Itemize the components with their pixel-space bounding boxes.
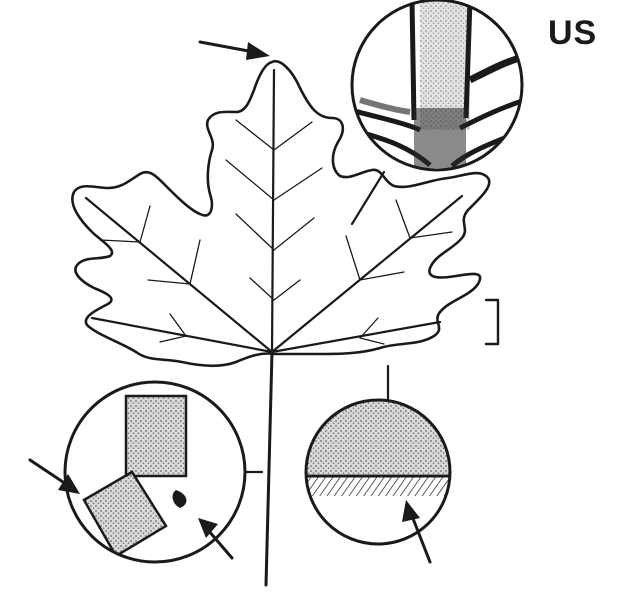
callout-left-sinus-detail [65, 382, 245, 562]
width-bracket [486, 300, 498, 344]
callout-right-cross-section [300, 396, 460, 544]
petiole [266, 352, 272, 585]
corner-label: US [548, 14, 597, 53]
arrow-right-icon [200, 42, 270, 60]
callout-top-vein-detail [350, 0, 525, 170]
